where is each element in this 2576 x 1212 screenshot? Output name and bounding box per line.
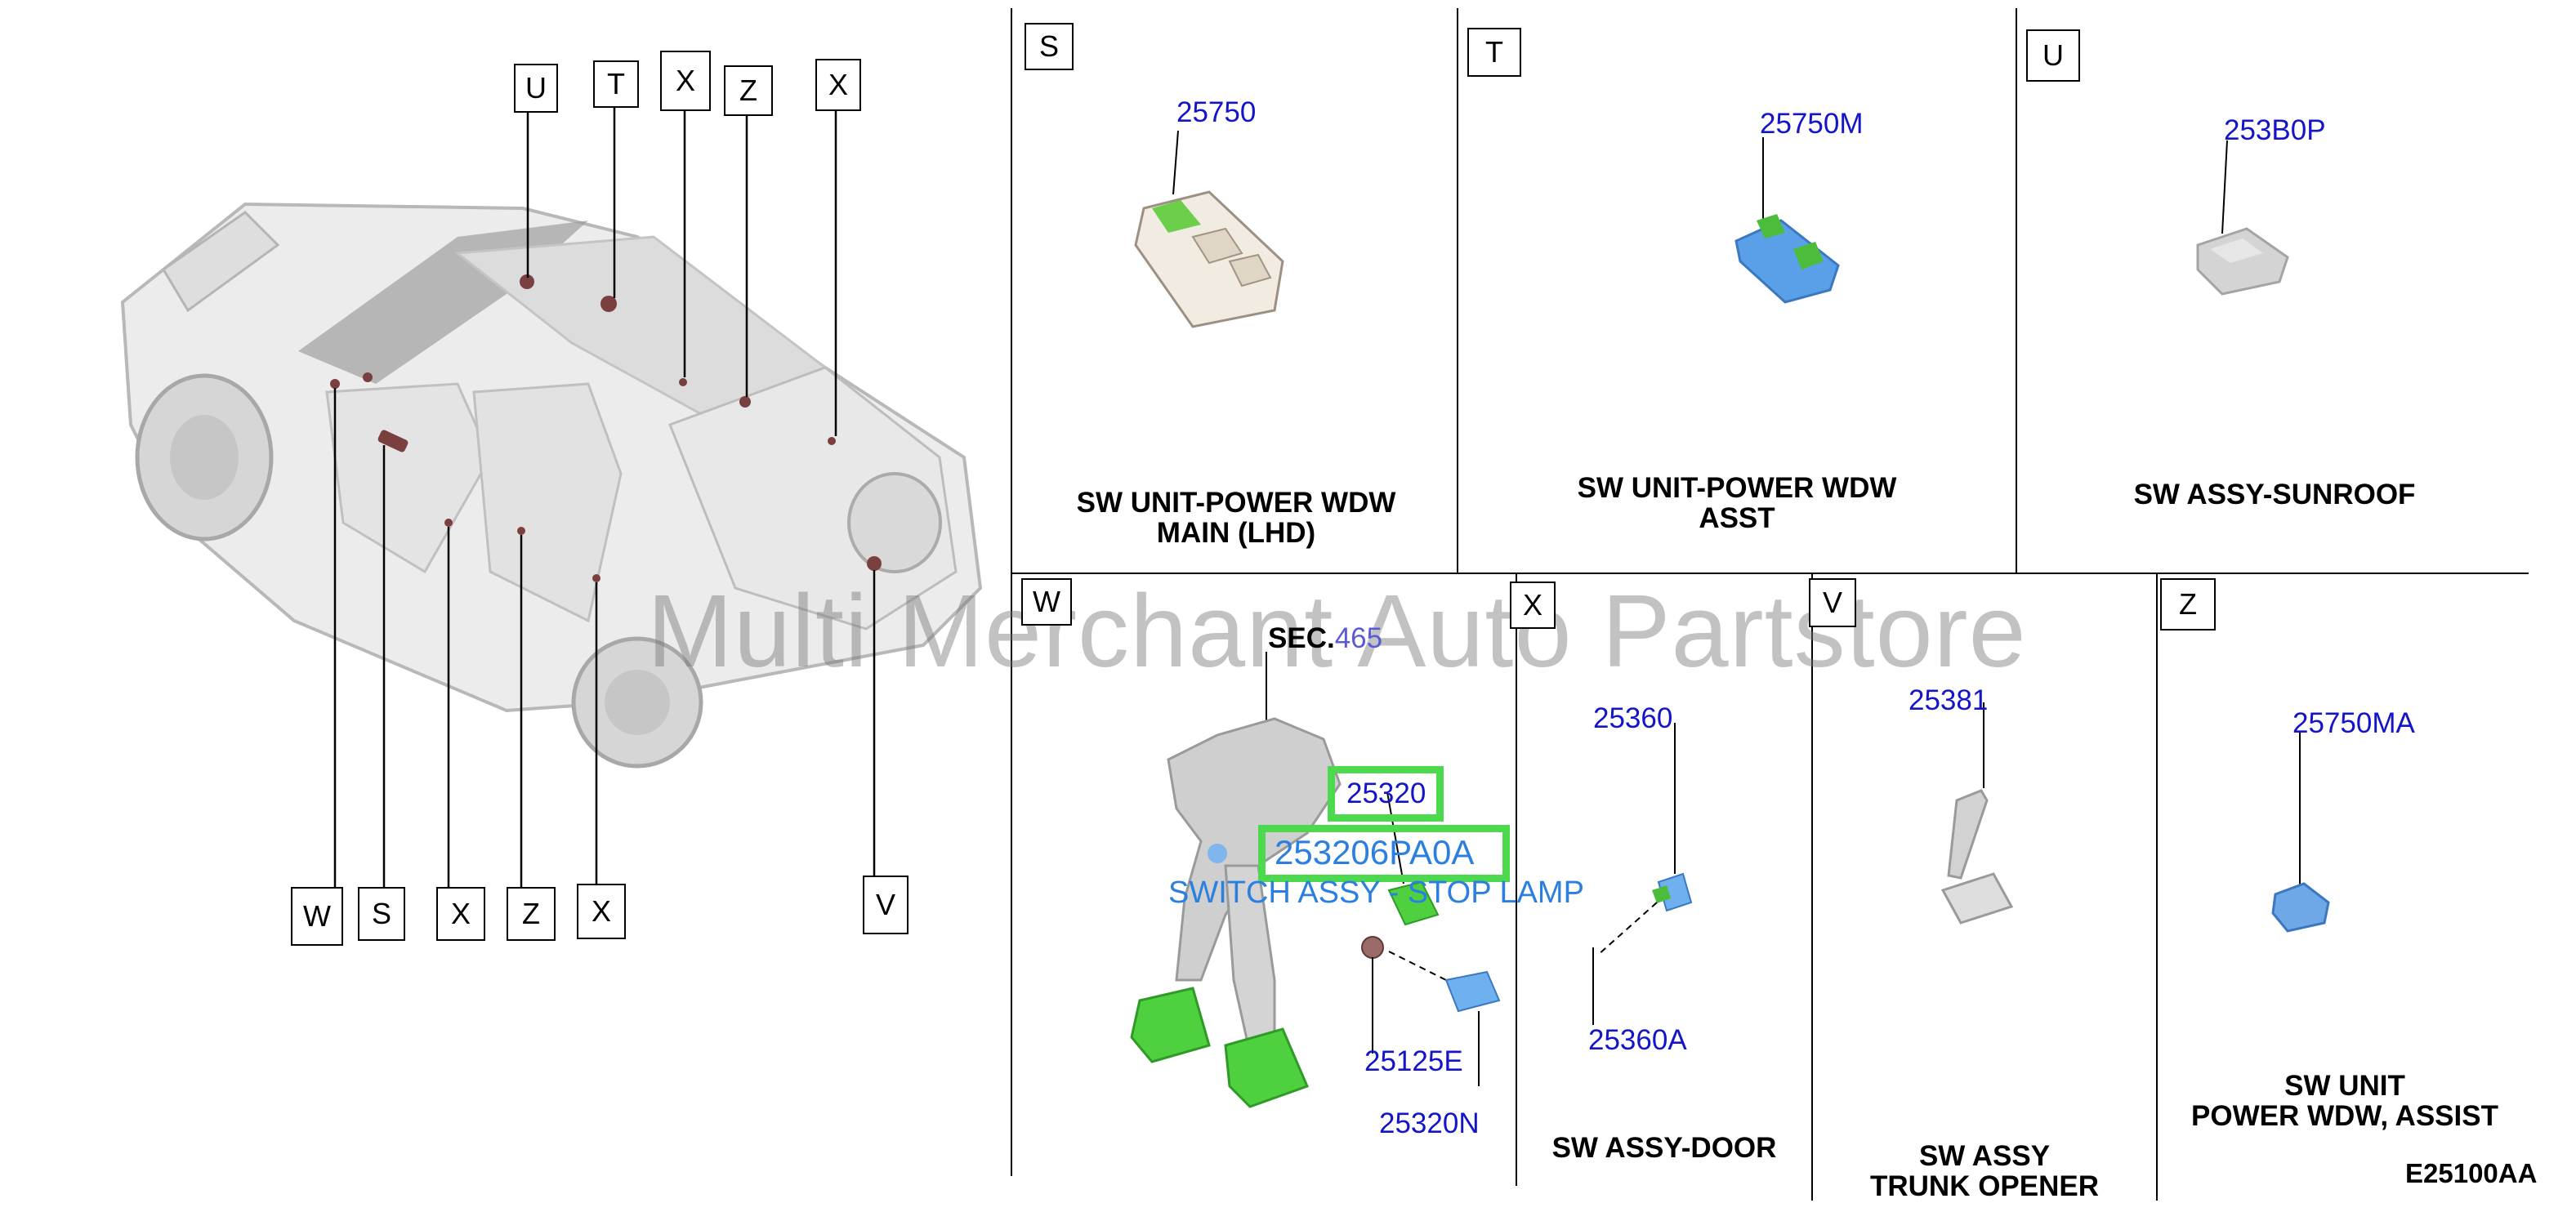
panel-x-letter: X <box>1510 581 1556 629</box>
part-number-25750[interactable]: 25750 <box>1176 96 1257 128</box>
vehicle-overview-illustration <box>120 106 983 887</box>
panel-z-letter: Z <box>2160 578 2216 631</box>
callout-x-top-1[interactable]: X <box>660 51 711 111</box>
section-reference[interactable]: SEC.465 <box>1268 622 1382 655</box>
switch-illustration-s <box>1134 130 1284 328</box>
panel-t-title: SW UNIT-POWER WDW ASST <box>1577 472 1897 534</box>
part-number-25125e[interactable]: 25125E <box>1364 1045 1463 1077</box>
callout-x-top-2[interactable]: X <box>815 59 861 111</box>
section-number[interactable]: 465 <box>1334 622 1383 654</box>
panel-v-letter: V <box>1809 578 1856 627</box>
part-name-switch-assy-stop-lamp: SWITCH ASSY - STOP LAMP <box>1168 876 1584 910</box>
pedal-assembly-illustration <box>1130 652 1501 1108</box>
callout-z-top[interactable]: Z <box>724 65 773 116</box>
callout-z-bottom[interactable]: Z <box>507 887 556 941</box>
panel-s-title: SW UNIT-POWER WDW MAIN (LHD) <box>1076 487 1396 549</box>
switch-illustration-z <box>2271 731 2330 933</box>
highlight-box-part-code <box>1328 766 1444 822</box>
panel-u-title: SW ASSY-SUNROOF <box>2133 479 2416 510</box>
figure-code: E25100AA <box>2405 1158 2538 1188</box>
section-label: SEC. <box>1268 622 1335 654</box>
part-number-25360a[interactable]: 25360A <box>1588 1024 1687 1056</box>
panel-u-letter: U <box>2026 29 2080 82</box>
callout-u-top[interactable]: U <box>514 64 558 113</box>
callout-w-bottom[interactable]: W <box>291 887 343 946</box>
switch-illustration-t <box>1734 137 1840 304</box>
panel-v-title: SW ASSY TRUNK OPENER <box>1869 1140 2100 1202</box>
callout-s-bottom[interactable]: S <box>358 887 405 941</box>
panel-z-title: SW UNIT POWER WDW, ASSIST <box>2191 1070 2498 1132</box>
part-number-253b0p[interactable]: 253B0P <box>2224 114 2326 146</box>
panel-w-letter: W <box>1021 578 1072 626</box>
door-switch-illustration <box>1592 723 1693 1025</box>
panel-x-title: SW ASSY-DOOR <box>1551 1132 1777 1164</box>
panel-s-letter: S <box>1025 23 1074 70</box>
trunk-opener-illustration <box>1940 702 2014 925</box>
callout-x-bottom-2[interactable]: X <box>577 884 626 939</box>
panel-t-letter: T <box>1467 28 1521 77</box>
part-number-25381[interactable]: 25381 <box>1909 684 1989 716</box>
part-number-25750ma[interactable]: 25750MA <box>2293 707 2415 739</box>
oem-part-number[interactable]: 253206PA0A <box>1275 833 1475 871</box>
switch-illustration-u <box>2196 140 2289 296</box>
callout-t-top[interactable]: T <box>593 60 639 108</box>
part-number-25360[interactable]: 25360 <box>1593 702 1673 734</box>
part-number-25320n[interactable]: 25320N <box>1379 1107 1480 1139</box>
callout-v-bottom[interactable]: V <box>863 876 909 934</box>
watermark: Multi Merchant Auto Partstore <box>647 573 2027 688</box>
part-number-25750m[interactable]: 25750M <box>1760 108 1864 140</box>
part-number-25320[interactable]: 25320 <box>1346 778 1426 809</box>
highlight-box-oem-number <box>1258 825 1510 882</box>
callout-x-bottom-1[interactable]: X <box>436 887 485 941</box>
